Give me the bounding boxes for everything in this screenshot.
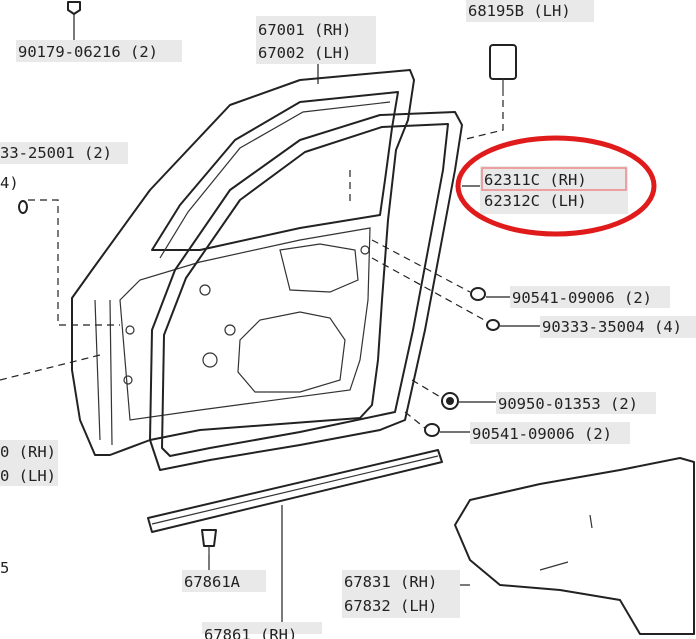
part-label-90333-35004: 90333-35004 (4) — [540, 316, 696, 338]
part-label-90950: 90950-01353 (2) — [496, 392, 656, 414]
part-number: 90950-01353 (2) — [498, 395, 638, 413]
clip-90541-bottom-shape — [424, 423, 440, 437]
part-number-lh: 62312C (LH) — [484, 192, 587, 210]
quantity-cut: 4) — [0, 174, 19, 192]
plug-90333-35004-shape — [486, 319, 500, 331]
part-number-lh: 0 (LH) — [0, 467, 56, 485]
part-number-rh: 0 (RH) — [0, 443, 56, 461]
highlight-circle — [455, 135, 657, 237]
door-frame-shape — [71, 69, 415, 456]
part-label-67861-cut: 67861 (RH) — [202, 622, 322, 639]
part-number: 90541-09006 (2) — [512, 289, 652, 307]
part-label-90333-25001: 33-25001 (2) 4) — [0, 142, 128, 192]
part-number: 90541-09006 (2) — [472, 425, 612, 443]
part-number-cut: 5 — [0, 559, 9, 577]
clip-67861a-shape — [201, 529, 217, 555]
screw-90179-shape — [67, 1, 81, 15]
part-number-rh: 67001 (RH) — [258, 21, 351, 39]
clip-90541-top-shape — [470, 287, 486, 301]
part-number: 33-25001 (2) — [0, 144, 112, 162]
highlight-box — [481, 167, 627, 191]
part-number: 90179-06216 (2) — [18, 43, 158, 61]
door-trim-panel-shape — [454, 457, 695, 635]
door-weatherstrip-shape — [149, 111, 463, 471]
part-number: 90333-35004 (4) — [542, 318, 682, 336]
part-label-67001: 67001 (RH) 67002 (LH) — [256, 16, 376, 64]
clip-68195b-shape — [489, 44, 517, 96]
part-number-lh: 67832 (LH) — [344, 597, 437, 615]
part-number-rh: 67831 (RH) — [344, 573, 437, 591]
part-label-68195b: 68195B (LH) — [466, 0, 594, 22]
part-number: 67861A — [184, 573, 241, 591]
part-label-edge: 5 — [0, 559, 9, 577]
part-label-left-cut: 0 (RH) 0 (LH) — [0, 440, 58, 486]
part-label-67831: 67831 (RH) 67832 (LH) — [342, 570, 460, 618]
clip-90950-shape — [441, 392, 459, 410]
door-belt-moulding-shape — [147, 449, 443, 533]
plug-90333-25001-shape — [18, 200, 28, 214]
leader-lines — [0, 14, 540, 634]
part-number-rh: 62311C (RH) — [484, 171, 587, 189]
part-label-62311c: 62311C (RH) 62312C (LH) — [480, 166, 628, 214]
part-label-67861a: 67861A — [182, 570, 266, 592]
part-label-90541-bottom: 90541-09006 (2) — [470, 422, 630, 444]
part-label-90541-top: 90541-09006 (2) — [510, 286, 670, 308]
part-number: 68195B (LH) — [468, 2, 571, 20]
part-number-lh: 67002 (LH) — [258, 44, 351, 62]
part-number-cut: 67861 (RH) — [204, 626, 297, 639]
part-label-90179: 90179-06216 (2) — [16, 40, 182, 62]
